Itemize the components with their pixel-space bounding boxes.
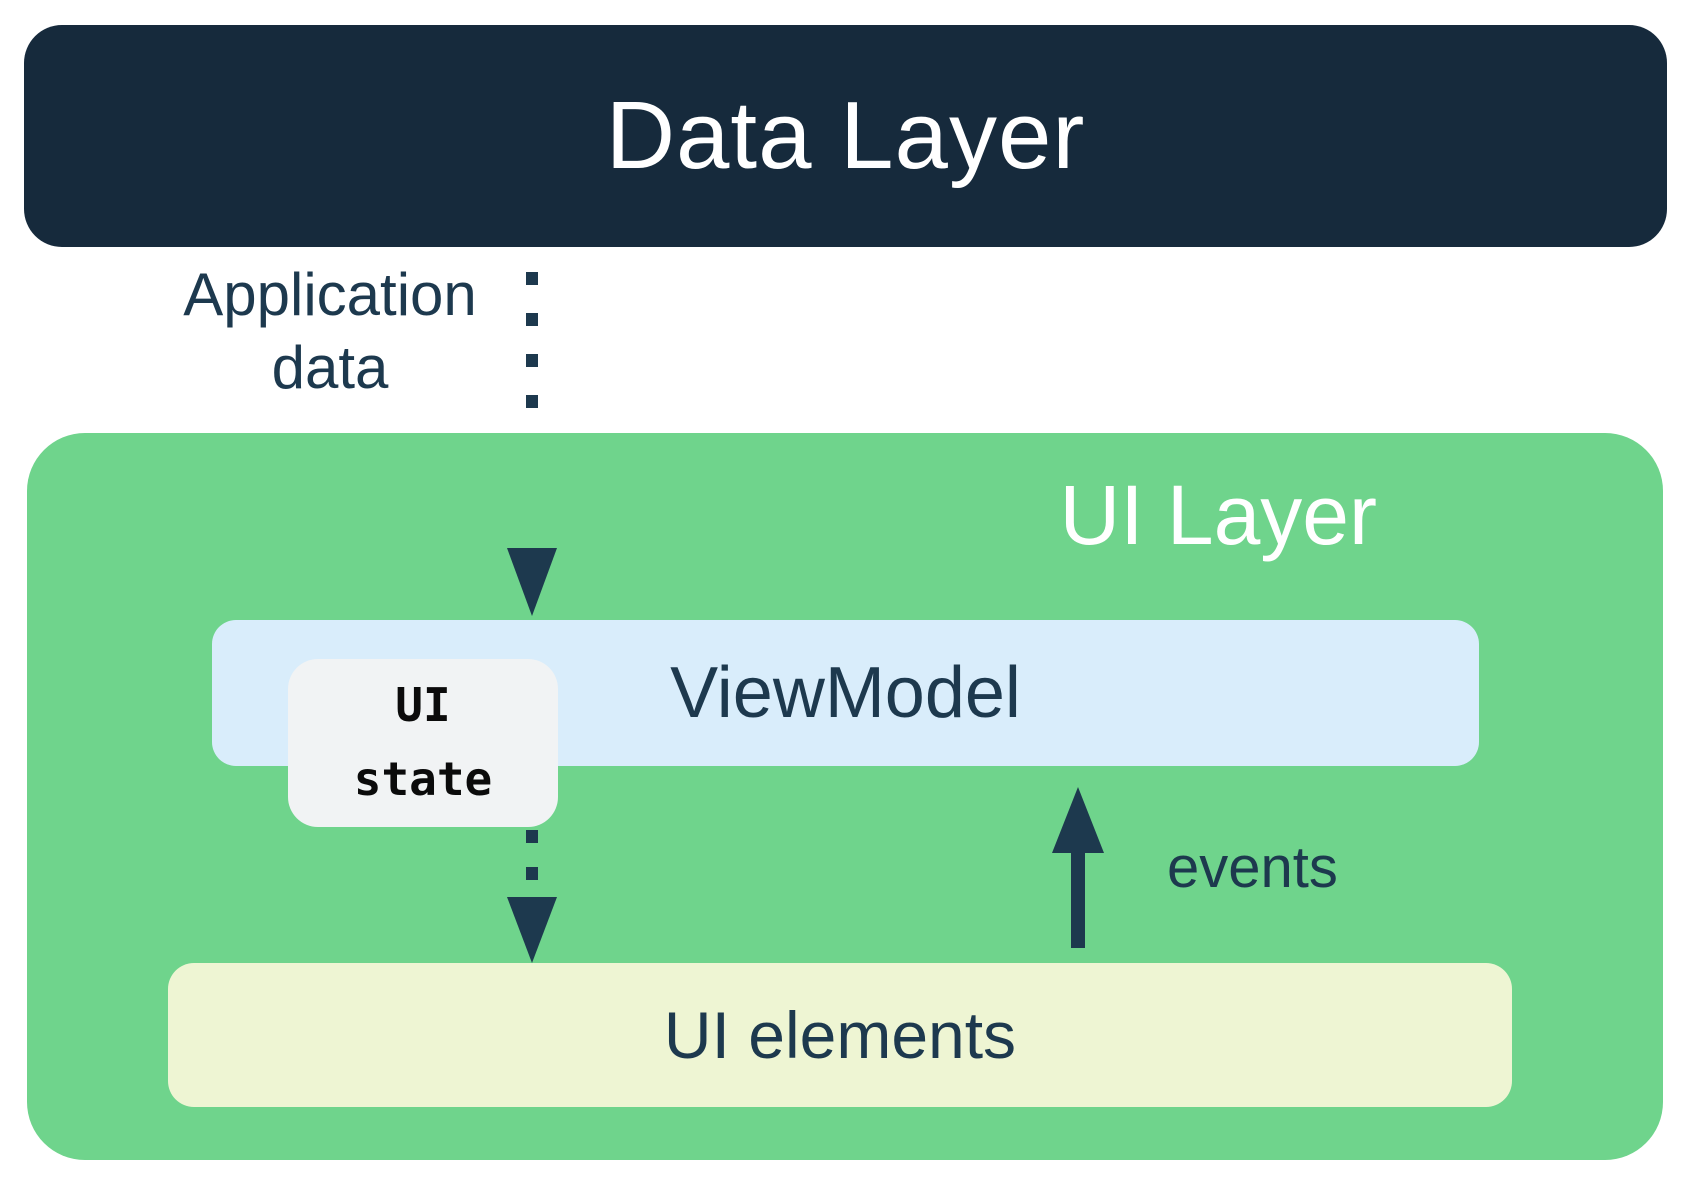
ui-state-badge: UI state xyxy=(288,659,558,827)
events-label: events xyxy=(1167,835,1338,900)
data-layer-label: Data Layer xyxy=(605,82,1086,189)
ui-elements-box: UI elements xyxy=(168,963,1512,1107)
application-data-arrowhead-icon xyxy=(507,548,557,616)
ui-state-dashed-line xyxy=(526,830,538,881)
viewmodel-label: ViewModel xyxy=(670,653,1021,733)
data-layer-box: Data Layer xyxy=(24,25,1667,247)
events-arrowhead-icon xyxy=(1052,787,1104,853)
ui-layer-label: UI Layer xyxy=(1059,468,1377,562)
application-data-label: Application data xyxy=(183,261,477,402)
ui-state-arrowhead-icon xyxy=(507,897,557,963)
events-arrow-shaft xyxy=(1071,850,1085,948)
ui-elements-label: UI elements xyxy=(663,998,1017,1072)
ui-state-label: UI state xyxy=(353,678,493,806)
